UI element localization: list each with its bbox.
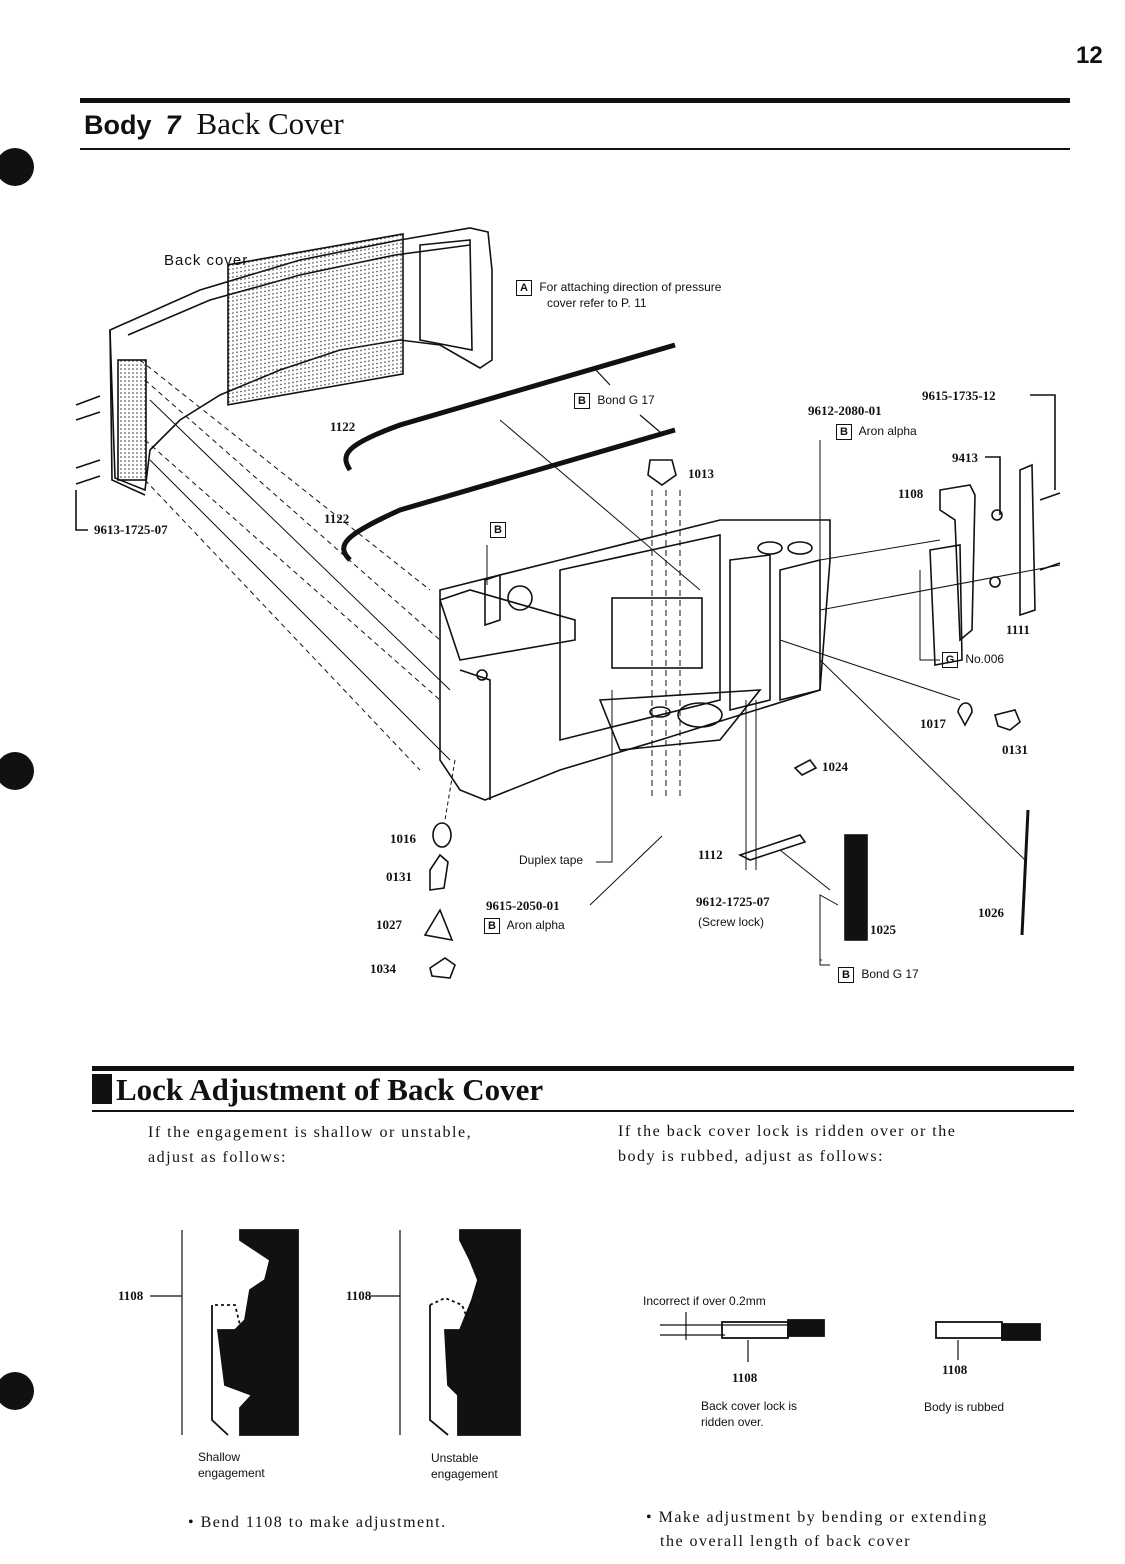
fig4-caption: Body is rubbed bbox=[924, 1400, 1005, 1414]
section-name: Body bbox=[84, 110, 152, 140]
bullet-left: • Bend 1108 to make adjustment. bbox=[188, 1514, 447, 1531]
screw-lock: (Screw lock) bbox=[698, 915, 765, 929]
heading-square bbox=[92, 1074, 112, 1104]
back-cover-drawing bbox=[109, 227, 493, 496]
part-9413: 9413 bbox=[952, 450, 978, 465]
right-instruction-1: If the back cover lock is ridden over or… bbox=[618, 1123, 957, 1140]
header-rule-bottom bbox=[80, 148, 1070, 150]
part-9613-1725: 9613-1725-07 bbox=[94, 522, 168, 537]
duplex-tape: Duplex tape bbox=[519, 853, 584, 867]
fig3-caption-2: ridden over. bbox=[701, 1415, 764, 1429]
fig3-part: 1108 bbox=[732, 1370, 758, 1385]
part-9615-2050: 9615-2050-01 bbox=[486, 898, 560, 913]
binder-hole bbox=[0, 752, 34, 790]
bond-g17-top: B Bond G 17 bbox=[574, 393, 655, 409]
part-1112: 1112 bbox=[698, 847, 723, 862]
aron-alpha-top: B Aron alpha bbox=[836, 424, 917, 440]
right-instruction-2: body is rubbed, adjust as follows: bbox=[618, 1148, 885, 1165]
bullet-right-2: the overall length of back cover bbox=[660, 1533, 912, 1550]
binder-hole bbox=[0, 148, 34, 186]
fig3-caption-1: Back cover lock is bbox=[701, 1399, 798, 1413]
fig1-part: 1108 bbox=[118, 1288, 144, 1303]
left-instruction-1: If the engagement is shallow or unstable… bbox=[148, 1124, 473, 1141]
part-1108: 1108 bbox=[898, 486, 924, 501]
fig2-caption-1: Unstable bbox=[431, 1451, 479, 1465]
lock-figures bbox=[150, 1229, 1041, 1436]
lock-section-rule-bottom bbox=[92, 1110, 1074, 1112]
g-box: G bbox=[942, 652, 958, 668]
part-9612-2080: 9612-2080-01 bbox=[808, 403, 882, 418]
part-1013: 1013 bbox=[688, 466, 714, 481]
part-9615-1735: 9615-1735-12 bbox=[922, 388, 996, 403]
binder-hole bbox=[0, 1372, 34, 1410]
lock-section-heading: Lock Adjustment of Back Cover bbox=[92, 1072, 543, 1108]
note-a-line1: For attaching direction of pressure bbox=[539, 280, 722, 295]
bullet-right-1: • Make adjustment by bending or extendin… bbox=[646, 1509, 988, 1526]
camera-body-drawing bbox=[438, 519, 831, 801]
fig4-part: 1108 bbox=[942, 1362, 968, 1377]
part-1111: 1111 bbox=[1006, 622, 1030, 637]
b-box: B bbox=[574, 393, 590, 409]
part-0131-left: 0131 bbox=[386, 869, 412, 884]
note-a-box: A bbox=[516, 280, 532, 296]
bond-g17-bottom: B Bond G 17 bbox=[838, 967, 919, 983]
left-instruction-2: adjust as follows: bbox=[148, 1149, 287, 1166]
fig2-caption-2: engagement bbox=[431, 1467, 498, 1481]
part-1027: 1027 bbox=[376, 917, 402, 932]
page-number: 12 bbox=[1076, 42, 1103, 69]
note-a: A For attaching direction of pressure bbox=[516, 280, 721, 296]
left-screws bbox=[75, 395, 101, 485]
part-1122-b: 1122 bbox=[324, 511, 350, 526]
part-1024: 1024 bbox=[822, 759, 848, 774]
fig3-note: Incorrect if over 0.2mm bbox=[643, 1294, 766, 1308]
header-rule-top bbox=[80, 98, 1070, 103]
aron-alpha-bottom: B Aron alpha bbox=[484, 918, 565, 934]
small-parts-left bbox=[423, 759, 456, 979]
lock-section-rule-top bbox=[92, 1066, 1074, 1071]
note-a-line2: cover refer to P. 11 bbox=[547, 296, 647, 310]
g-no006: G No.006 bbox=[942, 652, 1004, 668]
part-1025: 1025 bbox=[870, 922, 896, 937]
part-1026: 1026 bbox=[978, 905, 1004, 920]
fig1-caption-1: Shallow bbox=[198, 1450, 241, 1464]
part-1016: 1016 bbox=[390, 831, 416, 846]
b-box-center: B bbox=[490, 522, 510, 538]
back-cover-label: Back cover bbox=[164, 252, 249, 269]
section-number: 7 bbox=[165, 110, 181, 140]
part-0131-right: 0131 bbox=[1002, 742, 1028, 757]
fig1-caption-2: engagement bbox=[198, 1466, 265, 1480]
part-9612-1725: 9612-1725-07 bbox=[696, 894, 770, 909]
part-1122-a: 1122 bbox=[330, 419, 356, 434]
part-1017: 1017 bbox=[920, 716, 946, 731]
page-title: Body 7 Back Cover bbox=[84, 106, 344, 142]
lock-section-title: Lock Adjustment of Back Cover bbox=[116, 1072, 544, 1107]
part-1034: 1034 bbox=[370, 961, 396, 976]
section-title: Back Cover bbox=[196, 106, 344, 141]
fig2-part: 1108 bbox=[346, 1288, 372, 1303]
